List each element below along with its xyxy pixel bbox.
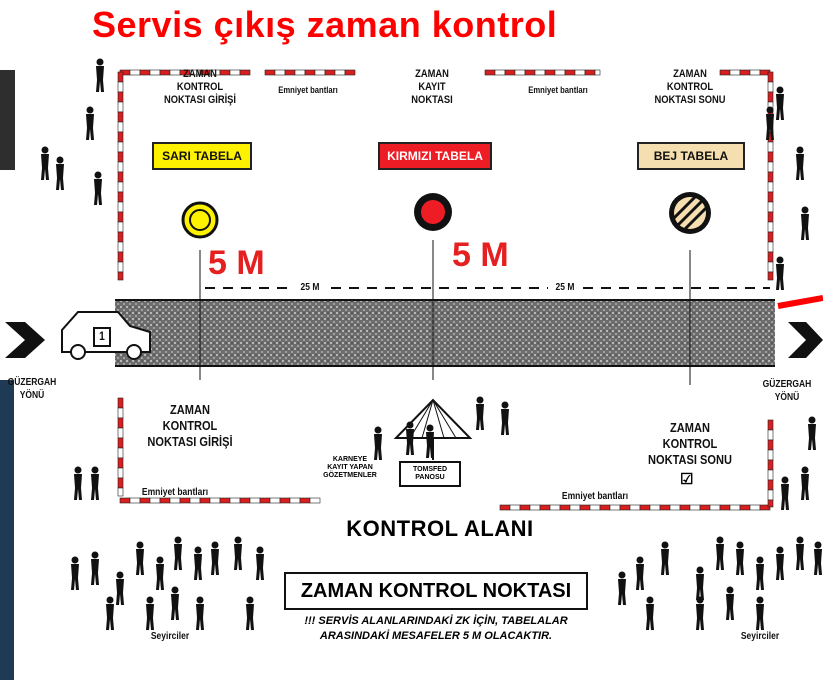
spectator-figure	[194, 546, 202, 580]
spectator-figure	[801, 466, 809, 500]
left-direction-arrow	[5, 322, 45, 358]
sign-beige-label: BEJ TABELA	[653, 149, 729, 163]
spectator-figure	[171, 586, 179, 620]
distance-5m-left: 5 M	[208, 244, 265, 282]
spectator-figure	[256, 546, 264, 580]
spectator-figure	[716, 536, 724, 570]
spectator-figure	[646, 596, 654, 630]
spectator-figure	[801, 206, 809, 240]
spectator-figure	[136, 541, 144, 575]
bottom-left-label: ZAMAN KONTROL NOKTASI GİRİŞİ	[147, 402, 233, 449]
distance-25m-left: 25 M	[293, 281, 327, 294]
spectator-figure	[696, 596, 704, 630]
top-left-label: ZAMAN KONTROL NOKTASI GİRİŞİ	[163, 68, 237, 106]
top-tape-left-label: Emniyet bantları	[278, 85, 338, 95]
spectator-figure	[618, 571, 626, 605]
board-label: TOMSFED PANOSU	[412, 466, 448, 481]
spectator-figure	[41, 146, 49, 180]
spectator-figure	[196, 596, 204, 630]
spectator-figure	[71, 556, 79, 590]
sign-lines	[199, 240, 691, 385]
red-accent-line	[777, 295, 823, 309]
people-silhouettes	[41, 58, 822, 630]
spectator-figure	[56, 156, 64, 190]
spectator-figure	[501, 401, 509, 435]
top-center-label: ZAMAN KAYIT NOKTASI	[411, 68, 453, 106]
spectator-figure	[736, 541, 744, 575]
spectator-figure	[106, 596, 114, 630]
spectator-figure	[96, 58, 104, 92]
page-title: Servis çıkış zaman kontrol	[92, 4, 558, 45]
marshals-label: KARNEYE KAYIT YAPAN GÖZETMENLER	[323, 456, 377, 479]
spectator-figure	[74, 466, 82, 500]
spectator-figure	[91, 466, 99, 500]
spectator-figure	[406, 421, 414, 455]
rally-car	[61, 311, 151, 360]
spectator-figure	[781, 476, 789, 510]
spectator-figure	[211, 541, 219, 575]
spectator-figure	[91, 551, 99, 585]
sign-yellow: SARI TABELA	[152, 142, 252, 170]
top-right-label: ZAMAN KONTROL NOKTASI SONU	[654, 68, 726, 106]
spectator-figure	[636, 556, 644, 590]
spectator-figure	[796, 146, 804, 180]
right-route-direction: GÜZERGAH YÖNÜ	[762, 379, 812, 403]
spectator-figure	[476, 396, 484, 430]
right-direction-arrow	[788, 322, 823, 358]
spectator-figure	[726, 586, 734, 620]
distance-25m-right: 25 M	[548, 281, 582, 294]
spectator-figure	[374, 426, 382, 460]
car-number: 1	[99, 329, 105, 343]
time-control-point-title: ZAMAN KONTROL NOKTASI	[300, 580, 572, 602]
left-route-direction: GÜZERGAH YÖNÜ	[7, 377, 57, 401]
spectator-figure	[234, 536, 242, 570]
distance-5m-right: 5 M	[452, 236, 509, 274]
bottom-tape-left-label: Emniyet bantları	[141, 487, 209, 498]
spectator-figure	[796, 536, 804, 570]
sign-red-label: KIRMIZI TABELA	[387, 149, 483, 163]
spectator-figure	[661, 541, 669, 575]
spectator-figure	[756, 596, 764, 630]
dark-side-bar	[0, 70, 15, 170]
top-safety-tapes	[117, 69, 774, 281]
spectator-figure	[766, 106, 774, 140]
spectator-figure	[156, 556, 164, 590]
sign-disks	[181, 192, 711, 239]
bottom-right-label: ZAMAN KONTROL NOKTASI SONU	[648, 420, 732, 467]
spectators-right-label: Seyirciler	[740, 631, 780, 642]
blue-side-bar	[0, 380, 14, 680]
spectator-figure	[696, 566, 704, 600]
time-control-point-box: ZAMAN KONTROL NOKTASI	[284, 572, 588, 610]
sign-red: KIRMIZI TABELA	[378, 142, 492, 170]
spectator-figure	[776, 546, 784, 580]
spectator-figure	[174, 536, 182, 570]
spectator-figure	[86, 106, 94, 140]
spectator-figure	[426, 424, 434, 458]
distance-note: !!! SERVİS ALANLARINDAKİ ZK İÇİN, TABELA…	[304, 615, 568, 642]
top-tape-right-label: Emniyet bantları	[528, 85, 588, 95]
checkbox-icon: ☑	[680, 471, 694, 488]
spectator-figure	[814, 541, 822, 575]
spectator-figure	[146, 596, 154, 630]
spectator-figure	[116, 571, 124, 605]
sign-yellow-label: SARI TABELA	[162, 149, 242, 163]
spectator-figure	[756, 556, 764, 590]
spectator-figure	[776, 256, 784, 290]
spectator-figure	[808, 416, 816, 450]
control-tent	[393, 398, 473, 487]
spectator-figure	[776, 86, 784, 120]
spectator-figure	[246, 596, 254, 630]
road	[115, 299, 775, 367]
spectators-left-label: Seyirciler	[150, 631, 190, 642]
bottom-tape-right-label: Emniyet bantları	[561, 491, 629, 502]
sign-beige: BEJ TABELA	[637, 142, 745, 170]
spectator-figure	[94, 171, 102, 205]
control-area-label: KONTROL ALANI	[346, 516, 534, 541]
bottom-tapes	[117, 397, 774, 511]
